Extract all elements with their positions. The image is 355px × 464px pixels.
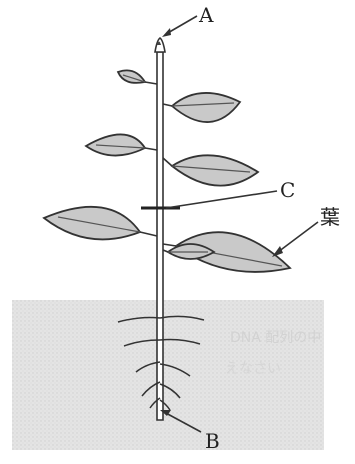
leaf-upper-right bbox=[163, 93, 240, 122]
leaf-middle-left bbox=[86, 134, 157, 155]
leaf-lower-left bbox=[44, 207, 157, 240]
leaf-upper-left bbox=[118, 70, 157, 84]
faded-background-text: DNA 配列の中 bbox=[230, 330, 321, 346]
label-a: A bbox=[198, 3, 214, 27]
label-b: B bbox=[205, 429, 220, 453]
pointer-a-head bbox=[162, 28, 171, 37]
label-c: C bbox=[280, 178, 295, 202]
faded-background-text-2: えなさい bbox=[225, 361, 281, 377]
pointer-a bbox=[166, 16, 197, 34]
label-leaf: 葉 bbox=[320, 205, 340, 229]
pointer-c bbox=[166, 191, 277, 208]
leaf-middle-right bbox=[163, 155, 258, 185]
pointer-leaf bbox=[278, 222, 318, 252]
pointer-leaf-head bbox=[272, 246, 283, 257]
